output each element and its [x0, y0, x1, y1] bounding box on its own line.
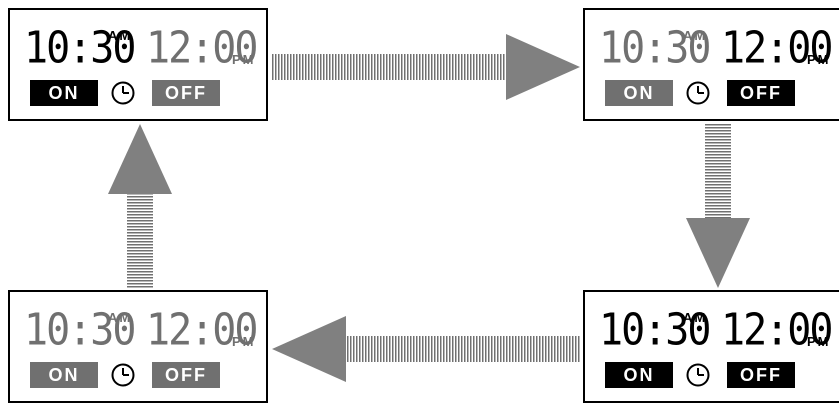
on-badge: ON [605, 362, 673, 388]
on-time-display: 10:30 [24, 22, 136, 74]
on-badge: ON [30, 362, 98, 388]
clock-icon [686, 363, 710, 387]
timer-display-top-left: 10:30 AM 12:00 PM ON OFF [8, 8, 268, 121]
arrow-right-icon [272, 34, 580, 100]
pm-indicator: PM [807, 52, 831, 67]
arrow-up-icon [108, 124, 172, 288]
clock-icon [111, 81, 135, 105]
pm-indicator: PM [232, 334, 256, 349]
off-time-display: 12:00 [146, 22, 258, 74]
arrow-left-icon [272, 316, 580, 382]
am-indicator: AM [683, 28, 708, 43]
clock-icon [686, 81, 710, 105]
on-time-display: 10:30 [599, 304, 711, 356]
on-time-display: 10:30 [599, 22, 711, 74]
arrow-down-icon [686, 124, 750, 288]
pm-indicator: PM [232, 52, 256, 67]
off-badge: OFF [152, 362, 220, 388]
timer-display-bottom-left: 10:30 AM 12:00 PM ON OFF [8, 290, 268, 403]
on-badge: ON [30, 80, 98, 106]
am-indicator: AM [683, 310, 708, 325]
am-indicator: AM [108, 28, 133, 43]
clock-icon [111, 363, 135, 387]
timer-display-top-right: 10:30 AM 12:00 PM ON OFF [583, 8, 839, 121]
am-indicator: AM [108, 310, 133, 325]
off-badge: OFF [152, 80, 220, 106]
off-time-display: 12:00 [146, 304, 258, 356]
on-badge: ON [605, 80, 673, 106]
off-badge: OFF [727, 362, 795, 388]
pm-indicator: PM [807, 334, 831, 349]
on-time-display: 10:30 [24, 304, 136, 356]
off-time-display: 12:00 [721, 22, 833, 74]
off-time-display: 12:00 [721, 304, 833, 356]
timer-display-bottom-right: 10:30 AM 12:00 PM ON OFF [583, 290, 839, 403]
off-badge: OFF [727, 80, 795, 106]
